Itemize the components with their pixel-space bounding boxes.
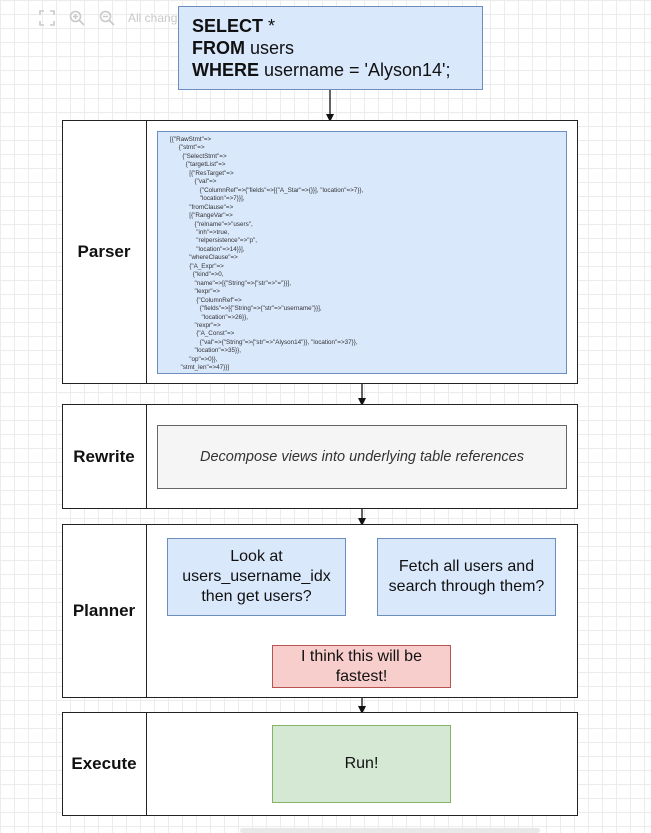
toolbar: All chang [38,8,177,28]
plan-option-index-scan: Look at users_username_idx then get user… [167,538,346,616]
ast-line: [{"RangeVar"=> [170,212,233,220]
ast-line: {"val"=> [170,178,217,186]
ast-line: "relpersistence"=>"p", [170,237,257,245]
sql-line-select: SELECT * [192,16,276,36]
ast-line: {"fields"=>[{"String"=>{"str"=>"username… [170,305,322,313]
plan-option-full-scan: Fetch all users and search through them? [377,538,556,616]
rewrite-description-box: Decompose views into underlying table re… [157,425,567,489]
save-status-text: All chang [128,11,178,25]
ast-line: {"relname"=>"users", [170,220,253,228]
ast-line: {"SelectStmt"=> [170,152,227,160]
ast-line: "inh"=>true, [170,228,230,236]
ast-line: "whereClause"=> [170,254,238,262]
ast-line: {"val"=>{"String"=>{"str"=>"Alyson14"}},… [170,338,358,346]
fullscreen-icon[interactable] [38,9,56,27]
ast-line: {"A_Expr"=> [170,262,224,270]
run-box: Run! [272,725,451,803]
zoom-out-icon[interactable] [98,9,116,27]
planner-stage-label: Planner [62,524,147,698]
ast-line: "rexpr"=> [170,321,221,329]
ast-line: "lexpr"=> [170,288,220,296]
ast-line: {"ColumnRef"=> [170,296,242,304]
ast-line: "name"=>[{"String"=>{"str"=>"="}}], [170,279,291,287]
ast-line: {"targetList"=> [170,161,226,169]
ast-line: {"stmt"=> [170,144,205,152]
rewrite-stage-label: Rewrite [62,404,147,509]
ast-line: {"A_Const"=> [170,330,235,338]
ast-line: {"kind"=>0, [170,271,224,279]
ast-line: [{"ResTarget"=> [170,169,234,177]
ast-line: "location"=>14}}], [170,245,245,253]
sql-query-box: SELECT * FROM users WHERE username = 'Al… [178,6,483,90]
ast-line: "location"=>7}}], [170,195,245,203]
ast-line: "location"=>35}}, [170,347,241,355]
parser-stage-label: Parser [62,120,147,384]
ast-line: {"ColumnRef"=>{"fields"=>[{"A_Star"=>{}}… [170,186,364,194]
horizontal-scrollbar[interactable] [240,828,540,833]
ast-line: "op"=>0}}, [170,355,218,363]
execute-stage-label: Execute [62,712,147,816]
ast-line: [{"RawStmt"=> [170,136,212,143]
sql-line-from: FROM users [192,38,295,58]
parser-ast-box: [{"RawStmt"=> {"stmt"=> {"SelectStmt"=> … [157,131,567,374]
zoom-in-icon[interactable] [68,9,86,27]
sql-line-where: WHERE username = 'Alyson14'; [192,60,451,80]
ast-line: "stmt_len"=>47}}] [170,364,230,372]
planner-choice-box: I think this will be fastest! [272,645,451,688]
ast-lines: [{"RawStmt"=> {"stmt"=> {"SelectStmt"=> … [170,136,566,373]
ast-line: "fromClause"=> [170,203,234,211]
ast-line: "location"=>26}}, [170,313,248,321]
